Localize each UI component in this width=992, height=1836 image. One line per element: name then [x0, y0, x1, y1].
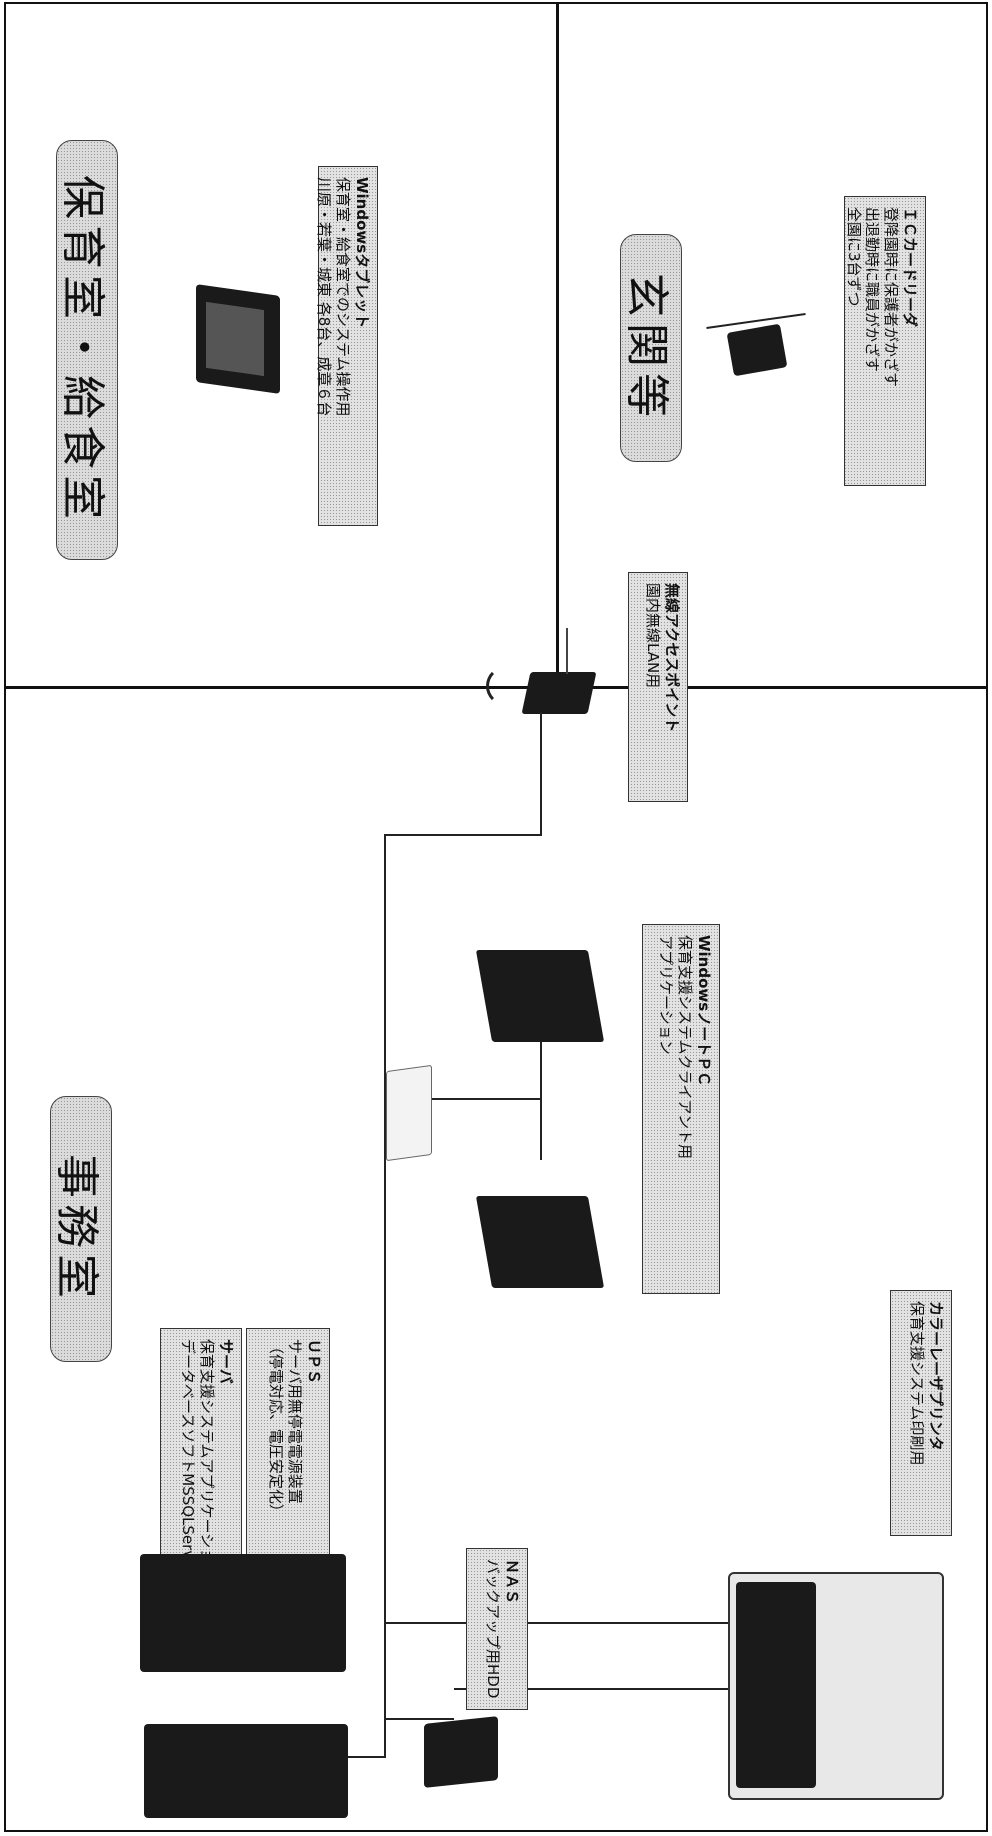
ic-reader-line-3: 全園に3台ずつ [844, 207, 863, 307]
printer-label-wrap: カラーレーザプリンタ 保育支援システム印刷用 [890, 1290, 952, 1536]
notebook-line-1: 保育支援システムクライアント用 [676, 935, 695, 1159]
diagram-frame [4, 2, 988, 1832]
tablet-screen [206, 301, 264, 377]
divider-nursery-entrance [556, 2, 559, 687]
nas-label-wrap: ＮＡＳ バックアップ用HDD [466, 1548, 528, 1710]
ic-card-reader-icon [726, 323, 788, 377]
wire-backbone-top [384, 834, 542, 836]
nas-label: ＮＡＳ バックアップ用HDD [466, 1548, 528, 1710]
wire-servers [348, 1756, 386, 1758]
room-nursery-wrap: 保育室・給食室 [56, 140, 118, 560]
ic-reader-label: ＩＣカードリーダ 登降園時に保護者がかざす 出退勤時に職員がかざす 全園に3台ず… [844, 196, 926, 486]
ups-device-icon [140, 1554, 346, 1672]
wire-notebook-1 [540, 1040, 542, 1160]
notebook-label: WindowsノートＰＣ 保育支援システムクライアント用 アプリケーション [642, 924, 720, 1294]
room-title-entrance: 玄関等 [620, 234, 682, 462]
printer-line-1: 保育支援システム印刷用 [908, 1301, 927, 1466]
wire-ap-down [540, 712, 542, 836]
wire-backbone [384, 834, 386, 1756]
access-point-icon [521, 672, 597, 714]
wire-notebooks [420, 1098, 540, 1100]
printer-top-panel [736, 1582, 816, 1788]
tablet-line-2: 川原・若葉・城東 各8台、成章６台 [315, 177, 334, 417]
room-title-nursery: 保育室・給食室 [56, 140, 118, 560]
access-point-label: 無線アクセスポイント 園内無線LAN用 [628, 572, 688, 802]
access-point-line-1: 園内無線LAN用 [644, 583, 663, 689]
printer-title: カラーレーザプリンタ [927, 1301, 945, 1451]
ic-reader-label-wrap: ＩＣカードリーダ 登降園時に保護者がかざす 出退勤時に職員がかざす 全園に3台ず… [844, 196, 926, 486]
notebook-pc-2-icon [475, 1196, 605, 1288]
room-office-wrap: 事務室 [50, 1096, 112, 1362]
notebook-pc-1-icon [475, 950, 605, 1042]
notebook-label-wrap: WindowsノートＰＣ 保育支援システムクライアント用 アプリケーション [642, 924, 720, 1294]
nas-title: ＮＡＳ [503, 1559, 521, 1605]
ap-antenna [566, 628, 568, 674]
tablet-label: Windowsタブレット 保育室・給食室でのシステム操作用 川原・若葉・城東 各… [315, 166, 378, 526]
tablet-line-1: 保育室・給食室でのシステム操作用 [334, 177, 353, 417]
room-title-office: 事務室 [50, 1096, 112, 1362]
printer-label: カラーレーザプリンタ 保育支援システム印刷用 [890, 1290, 952, 1536]
room-entrance-wrap: 玄関等 [620, 234, 682, 462]
wire-nas-printer [454, 1688, 754, 1690]
ic-reader-line-1: 登降園時に保護者がかざす [882, 207, 901, 388]
notebook-title: WindowsノートＰＣ [695, 935, 713, 1087]
ic-reader-line-2: 出退勤時に職員がかざす [863, 207, 882, 373]
tablet-title: Windowsタブレット [353, 177, 371, 329]
network-hub-icon [386, 1064, 432, 1162]
tablet-label-wrap: Windowsタブレット 保育室・給食室でのシステム操作用 川原・若葉・城東 各… [315, 166, 378, 526]
notebook-line-2: アプリケーション [657, 935, 676, 1055]
access-point-label-wrap: 無線アクセスポイント 園内無線LAN用 [628, 572, 688, 802]
wifi-signal-icon [486, 666, 526, 706]
nas-line-1: バックアップ用HDD [484, 1559, 503, 1699]
access-point-title: 無線アクセスポイント [663, 583, 681, 733]
wire-printer [384, 1622, 744, 1624]
server-tower-icon [144, 1724, 348, 1818]
ic-reader-title: ＩＣカードリーダ [901, 207, 919, 328]
wire-nas [384, 1718, 454, 1720]
nas-device-icon [424, 1716, 498, 1788]
